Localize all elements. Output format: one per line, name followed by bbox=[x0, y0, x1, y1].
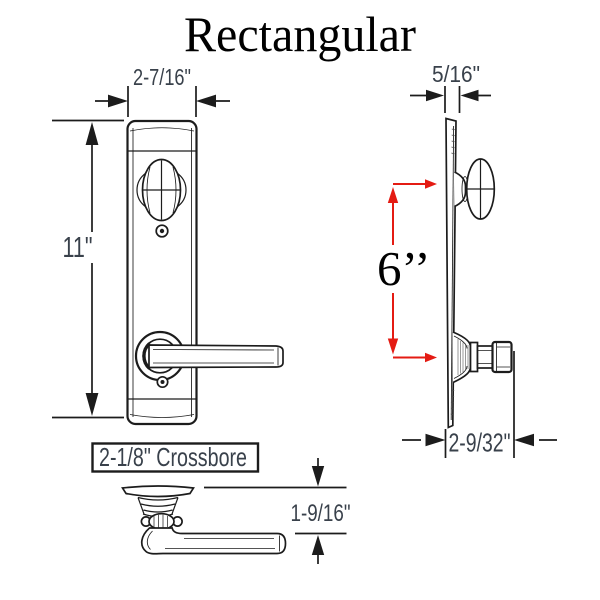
rose-disc bbox=[121, 485, 195, 498]
side-projection-label: 2-9/32" bbox=[449, 428, 511, 458]
spindle-hub-side bbox=[452, 331, 513, 384]
front-width-label: 2-7/16" bbox=[133, 64, 191, 90]
center-spacing-label: 6’’ bbox=[377, 241, 431, 296]
side-thickness-label: 5/16" bbox=[432, 61, 480, 87]
lever-height-dimension: 1-9/16" bbox=[204, 458, 351, 564]
front-view: 2-7/16" 11" 2-1/8" Crossbore bbox=[52, 64, 284, 473]
center-spacing-dimension-red: 6’’ bbox=[377, 179, 437, 363]
side-projection-dimension: 2-9/32" bbox=[402, 351, 557, 458]
crossbore-label: 2-1/8" Crossbore bbox=[99, 442, 247, 472]
lever-neck bbox=[137, 496, 183, 531]
crossbore-label-box: 2-1/8" Crossbore bbox=[91, 442, 260, 473]
thumbturn-side bbox=[454, 158, 496, 220]
front-width-dimension: 2-7/16" bbox=[95, 64, 230, 117]
lever-side-view: 1-9/16" bbox=[121, 458, 351, 564]
lever-height-label: 1-9/16" bbox=[291, 500, 351, 527]
page-title: Rectangular bbox=[184, 6, 416, 62]
side-thickness-dimension: 5/16" bbox=[410, 61, 491, 113]
lever-handle-front bbox=[134, 330, 284, 389]
screw-top bbox=[155, 224, 169, 238]
thumbturn-front bbox=[136, 158, 187, 222]
side-view: 6’’ 5/16" 2-9/32" bbox=[377, 61, 557, 458]
front-height-dimension: 11" bbox=[52, 119, 124, 419]
lever-handle-side bbox=[140, 527, 287, 555]
front-height-label: 11" bbox=[63, 232, 93, 264]
